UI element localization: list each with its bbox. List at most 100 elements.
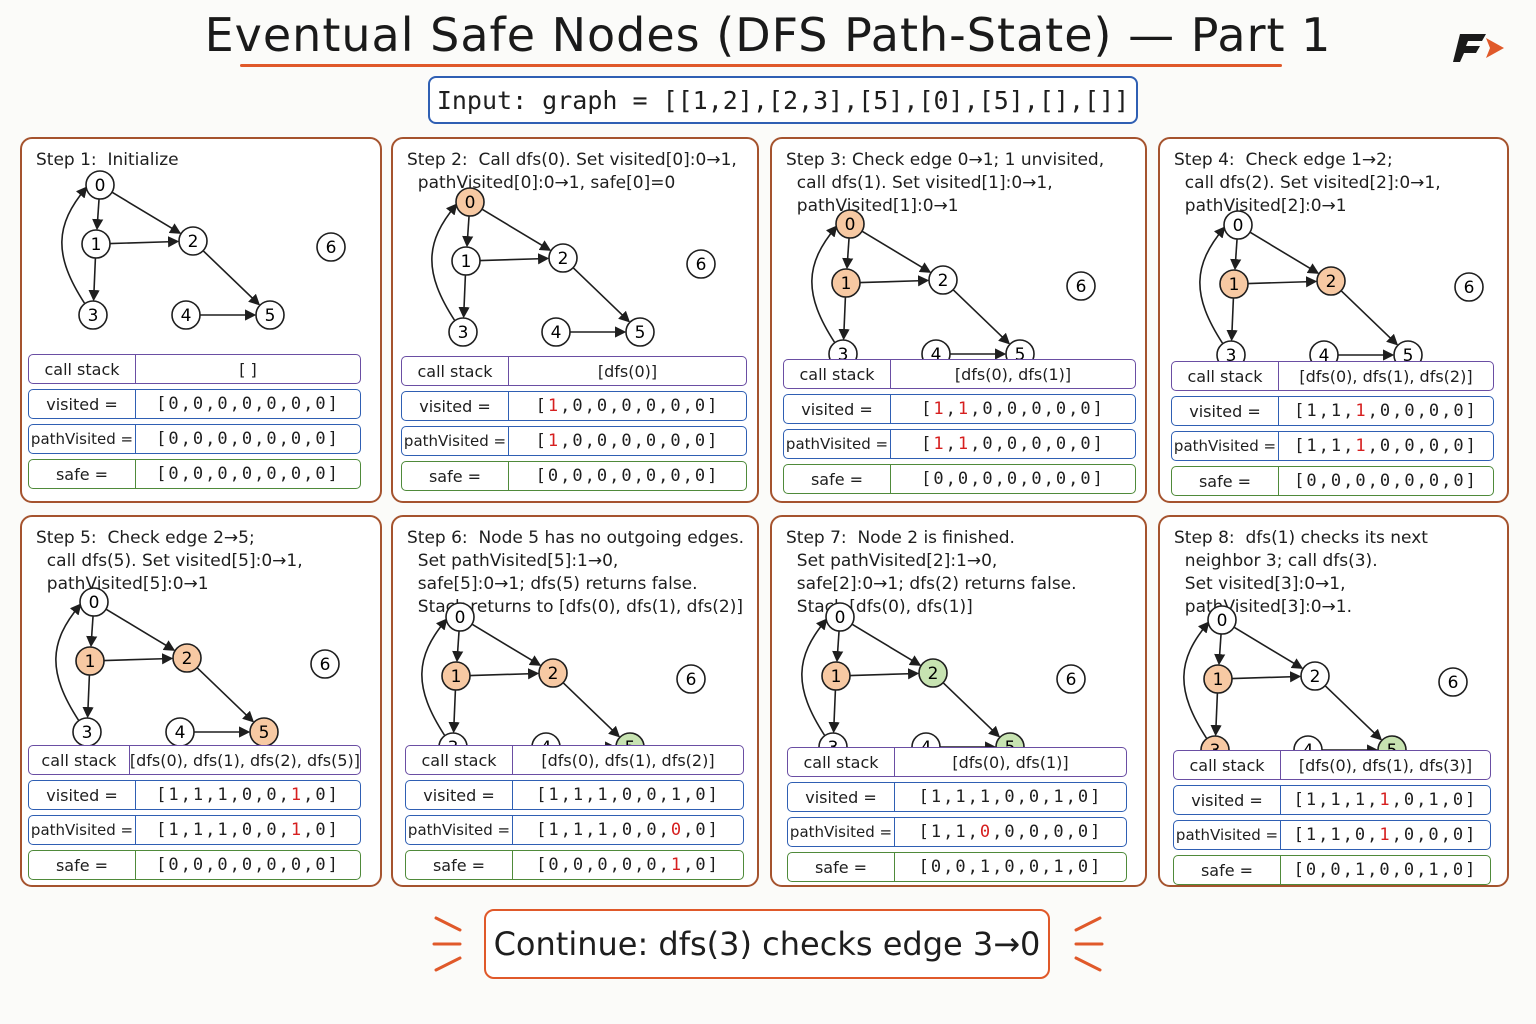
array-cell: 0 bbox=[670, 820, 684, 840]
step-description: Step 2: Call dfs(0). Set visited[0]:0→1,… bbox=[407, 150, 737, 193]
row-value: [0,0,0,0,0,0,0] bbox=[1294, 471, 1478, 491]
array-cell: 0 bbox=[1077, 857, 1091, 877]
row-value: [1,1,0,0,0,0,0] bbox=[918, 822, 1103, 842]
edge-2-5 bbox=[562, 682, 621, 738]
step-description: Step 4: Check edge 1→2; call dfs(2). Set… bbox=[1174, 150, 1441, 216]
array-cell: 0 bbox=[217, 429, 230, 449]
graph-node-2: 2 bbox=[1316, 266, 1346, 296]
row-value: [1,1,0,1,0,0,0] bbox=[1293, 825, 1478, 845]
array-cell: 0 bbox=[670, 396, 683, 416]
array-cell: 0 bbox=[1080, 469, 1093, 489]
array-cell: 0 bbox=[621, 431, 634, 451]
array-cell: 0 bbox=[645, 396, 659, 416]
row-label: pathVisited = bbox=[1174, 821, 1281, 849]
array-cell: 1 bbox=[217, 820, 230, 840]
row-value: [1,1,1,0,0,1,0] bbox=[156, 820, 340, 840]
graph-node-0: 0 bbox=[1207, 605, 1237, 635]
array-cell: 0 bbox=[1006, 469, 1020, 489]
step-description: Step 5: Check edge 2→5; call dfs(5). Set… bbox=[36, 528, 303, 594]
edge-1-3 bbox=[838, 296, 850, 341]
graph-node-6: 6 bbox=[1066, 271, 1096, 301]
row-label: pathVisited = bbox=[1172, 432, 1279, 460]
row-value: [1,1,1,0,0,1,0] bbox=[918, 787, 1103, 807]
graph-node-2: 2 bbox=[538, 658, 568, 688]
svg-text:1: 1 bbox=[451, 667, 462, 687]
call-stack-row: call stack[dfs(0), dfs(1)] bbox=[783, 359, 1136, 389]
array-cell: 1 bbox=[1354, 860, 1368, 880]
array-cell: 0 bbox=[1428, 825, 1441, 845]
row-value: [1,1,0,0,0,0,0] bbox=[921, 399, 1105, 419]
edge-0-2 bbox=[861, 230, 932, 273]
graph-node-6: 6 bbox=[1056, 664, 1086, 694]
svg-text:5: 5 bbox=[259, 723, 270, 743]
array-cell: 0 bbox=[670, 431, 683, 451]
page-title: Eventual Safe Nodes (DFS Path-State) — P… bbox=[204, 8, 1332, 62]
svg-text:6: 6 bbox=[326, 238, 337, 258]
svg-text:6: 6 bbox=[696, 255, 707, 275]
edge-0-1 bbox=[92, 198, 104, 231]
svg-text:5: 5 bbox=[1015, 345, 1026, 365]
edge-2-5 bbox=[952, 289, 1011, 345]
array-cell: 0 bbox=[621, 855, 635, 875]
array-cell: 0 bbox=[1428, 436, 1442, 456]
svg-text:1: 1 bbox=[831, 667, 842, 687]
svg-text:0: 0 bbox=[465, 193, 476, 213]
step-description: Step 6: Node 5 has no outgoing edges. Se… bbox=[407, 528, 744, 617]
graph-node-5: 5 bbox=[255, 300, 285, 330]
svg-text:1: 1 bbox=[461, 252, 472, 272]
graph-node-5: 5 bbox=[249, 717, 279, 747]
visited-row: visited =[1,1,0,0,0,0,0] bbox=[783, 394, 1136, 424]
row-value: [dfs(0), dfs(1), dfs(3)] bbox=[1281, 751, 1490, 779]
call-stack-row: call stack[ ] bbox=[28, 354, 361, 384]
array-cell: 0 bbox=[1028, 787, 1042, 807]
array-cell: 1 bbox=[1305, 825, 1319, 845]
graph-node-1: 1 bbox=[451, 246, 481, 276]
safe-row: safe = [0,0,0,0,0,0,0] bbox=[783, 464, 1136, 494]
graph-node-0: 0 bbox=[825, 602, 855, 632]
array-cell: 0 bbox=[572, 396, 585, 416]
row-value: [1,1,1,0,0,0,0] bbox=[1294, 436, 1478, 456]
visited-row: visited =[1,1,1,0,0,1,0] bbox=[405, 780, 744, 810]
array-cell: 0 bbox=[1028, 857, 1042, 877]
call-stack-value: [dfs(0)] bbox=[597, 361, 658, 381]
edge-3-0 bbox=[1183, 621, 1210, 740]
row-label: safe = bbox=[784, 465, 891, 493]
array-cell: 0 bbox=[547, 466, 561, 486]
array-cell: 0 bbox=[548, 855, 561, 875]
array-cell: 1 bbox=[670, 855, 684, 875]
row-value: [1,1,1,0,0,0,0] bbox=[1294, 401, 1478, 421]
svg-text:4: 4 bbox=[551, 323, 562, 343]
row-value: [1,1,1,1,0,1,0] bbox=[1293, 790, 1478, 810]
array-cell: 1 bbox=[217, 785, 230, 805]
row-value: [0,0,0,0,0,0,0] bbox=[921, 469, 1105, 489]
call-stack-value: [dfs(0), dfs(1)] bbox=[952, 752, 1069, 772]
array-cell: 0 bbox=[621, 466, 634, 486]
row-label: pathVisited = bbox=[402, 427, 509, 455]
edge-2-5 bbox=[202, 250, 261, 306]
array-cell: 0 bbox=[1404, 436, 1417, 456]
row-label: visited = bbox=[402, 392, 509, 420]
array-cell: 0 bbox=[1055, 434, 1069, 454]
svg-text:4: 4 bbox=[931, 345, 942, 365]
array-cell: 0 bbox=[1379, 401, 1393, 421]
path-visited-row: pathVisited = [1,1,1,0,0,0,0] bbox=[1171, 431, 1494, 461]
row-value: [1,1,1,0,0,0,0] bbox=[536, 820, 720, 840]
graph-node-2: 2 bbox=[918, 658, 948, 688]
graph-node-0: 0 bbox=[85, 170, 115, 200]
array-cell: 0 bbox=[1452, 790, 1466, 810]
graph-node-0: 0 bbox=[1223, 210, 1253, 240]
row-label: call stack bbox=[29, 746, 130, 774]
call-stack-row: call stack[dfs(0), dfs(1), dfs(2), dfs(5… bbox=[28, 745, 361, 775]
array-cell: 0 bbox=[1055, 399, 1069, 419]
row-label: visited = bbox=[29, 781, 136, 809]
visited-row: visited =[1,1,1,1,0,1,0] bbox=[1173, 785, 1491, 815]
array-cell: 0 bbox=[1379, 436, 1393, 456]
row-label: call stack bbox=[784, 360, 891, 388]
path-visited-row: pathVisited =[1,0,0,0,0,0,0] bbox=[401, 426, 747, 456]
array-cell: 0 bbox=[621, 396, 634, 416]
safe-row: safe =[0,0,0,0,0,0,0] bbox=[1171, 466, 1494, 496]
visited-row: visited =[0,0,0,0,0,0,0] bbox=[28, 389, 361, 419]
safe-row: safe =[0,0,0,0,0,0,0] bbox=[28, 850, 361, 880]
call-stack-value: [dfs(0), dfs(1), dfs(2)] bbox=[1299, 366, 1473, 386]
